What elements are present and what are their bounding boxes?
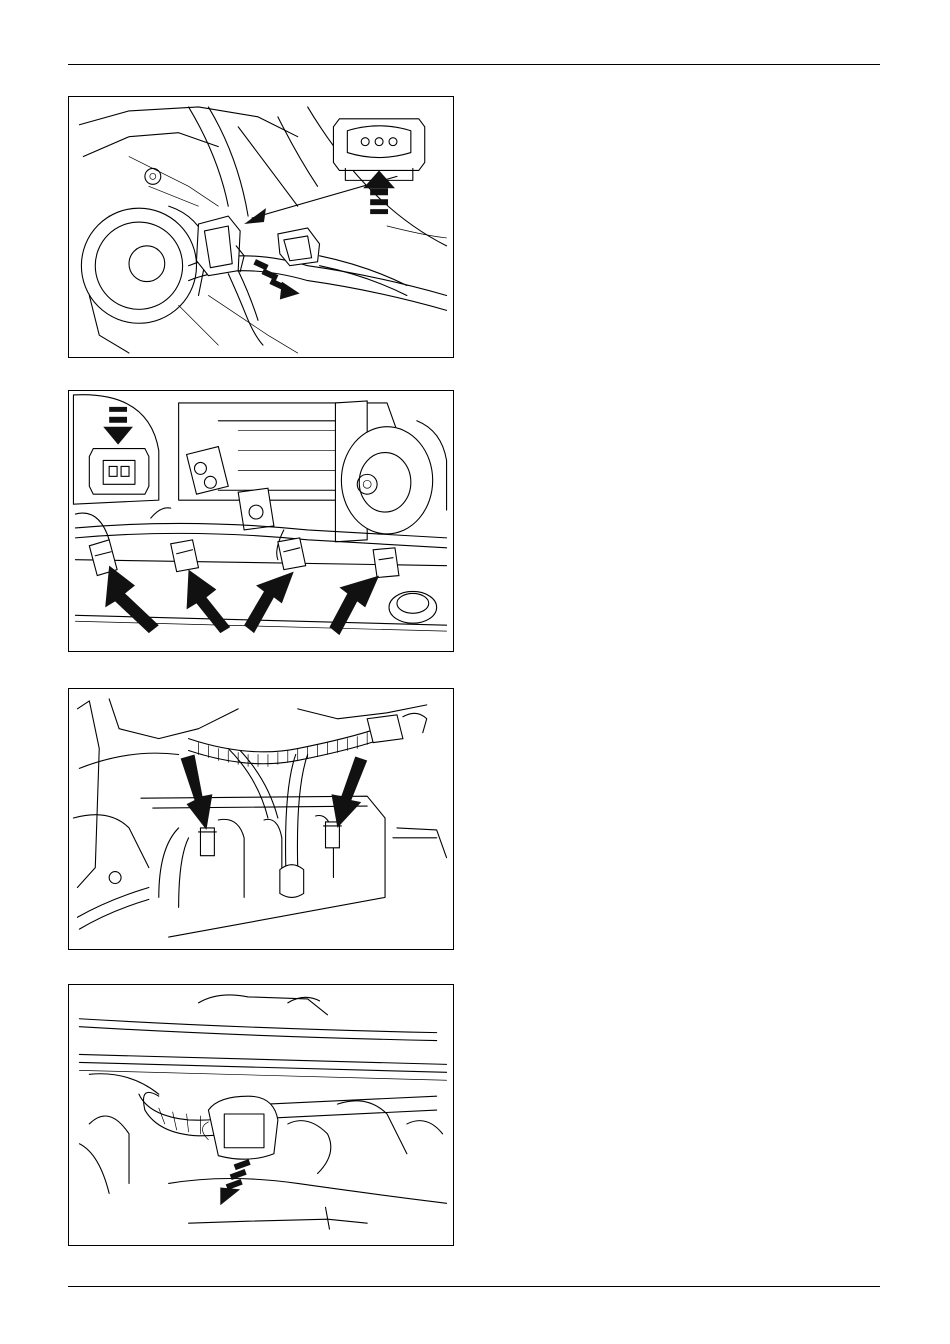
dashed-arrow-icon — [220, 1159, 250, 1205]
harness-clips-illustration — [69, 689, 453, 949]
injector-connector — [278, 538, 306, 570]
connector-detail-inset — [73, 395, 158, 504]
figure-3-harness-clips — [68, 688, 454, 950]
figure-2-injector-connectors — [68, 390, 454, 652]
footer-rule — [68, 1286, 880, 1287]
figure-4-harness-connector — [68, 984, 454, 1246]
injector-connector — [171, 540, 199, 572]
arrow-icon — [181, 754, 213, 829]
arrow-icon — [331, 756, 367, 827]
connector-unplug-illustration — [69, 97, 453, 357]
arrow-icon — [244, 572, 294, 634]
figure-1-connector-unplug — [68, 96, 454, 358]
arrow-icon — [187, 570, 231, 634]
injector-connectors-illustration — [69, 391, 453, 651]
header-rule — [68, 64, 880, 65]
arrow-icon — [329, 576, 379, 636]
harness-connector-illustration — [69, 985, 453, 1245]
injector-connector — [373, 548, 399, 578]
connector-detail-inset — [333, 119, 424, 214]
